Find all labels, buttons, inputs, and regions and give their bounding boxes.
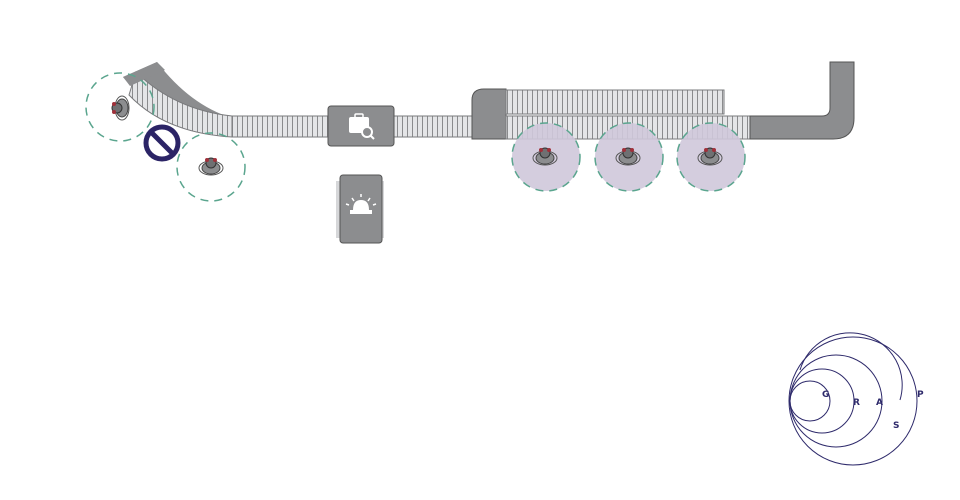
curved-conveyor [123,62,238,138]
no-entry-icon [143,124,181,162]
worker-zone-left-bottom [176,132,246,202]
worker-zone-active-1 [511,122,581,192]
exit-conveyor [749,61,855,140]
alarm-station [336,174,384,244]
worker-zone-active-3 [676,122,746,192]
logo-letter-g: G [822,390,829,400]
logo-letter-p: P [917,390,924,400]
logo-letter-s: S [893,421,899,431]
alarm-light-icon [345,194,377,214]
worker-zone-left-top [85,72,155,142]
grasp-logo: G R A S P [788,332,924,466]
logo-letter-r: R [853,398,860,408]
upper-conveyor [505,89,725,115]
worker-icon [111,95,130,121]
worker-icon [198,157,224,176]
sorting-block [471,88,507,140]
scanner-machine [327,105,395,147]
scanner-icon [349,113,375,140]
worker-zone-active-2 [594,122,664,192]
logo-letter-a: A [876,398,883,408]
